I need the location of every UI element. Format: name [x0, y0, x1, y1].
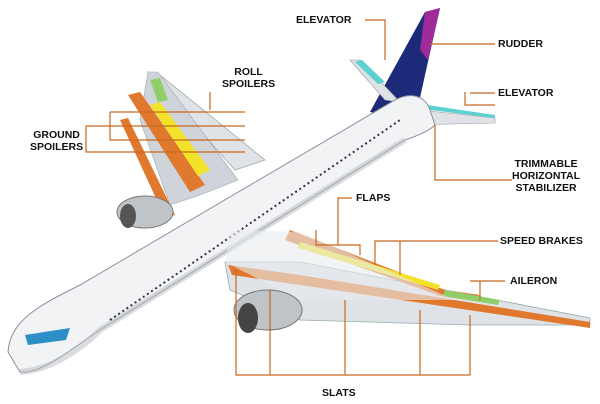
far-wing-trailing: [139, 71, 239, 206]
label-aileron: AILERON: [510, 275, 558, 287]
label-line: HORIZONTAL: [512, 170, 581, 182]
cockpit-windows: [25, 328, 70, 345]
label-line: SPOILERS: [30, 141, 84, 153]
rudder: [420, 8, 440, 60]
label-rudder: RUDDER: [498, 38, 543, 50]
label-flaps: FLAPS: [356, 192, 391, 204]
far-wing-aileron: [150, 78, 168, 102]
label-speed-brakes: SPEED BRAKES: [500, 235, 583, 247]
far-wing-spoilers: [150, 102, 210, 176]
cabin-windows: [109, 119, 401, 321]
far-wing-flaps: [128, 92, 205, 192]
label-line: STABILIZER: [515, 182, 577, 194]
label-line: TRIMMABLE: [514, 158, 578, 170]
leader-lines: [85, 19, 512, 376]
far-elevator: [355, 60, 385, 84]
near-wing-fairing: [225, 230, 455, 300]
label-elevator-right: ELEVATOR: [498, 87, 554, 99]
label-ground-spoilers: GROUND SPOILERS: [30, 129, 83, 153]
label-slats: SLATS: [322, 387, 356, 399]
far-wing-slats: [120, 118, 175, 218]
near-wing-aileron: [443, 290, 500, 305]
label-line: GROUND: [33, 129, 80, 141]
label-roll-spoilers: ROLL SPOILERS: [222, 66, 275, 90]
label-trimmable-horizontal-stabilizer: TRIMMABLE HORIZONTAL STABILIZER: [512, 158, 580, 194]
label-line: ROLL: [234, 66, 263, 78]
near-elevator: [420, 104, 495, 118]
label-elevator-top: ELEVATOR: [296, 14, 352, 26]
label-line: SPOILERS: [222, 78, 276, 90]
